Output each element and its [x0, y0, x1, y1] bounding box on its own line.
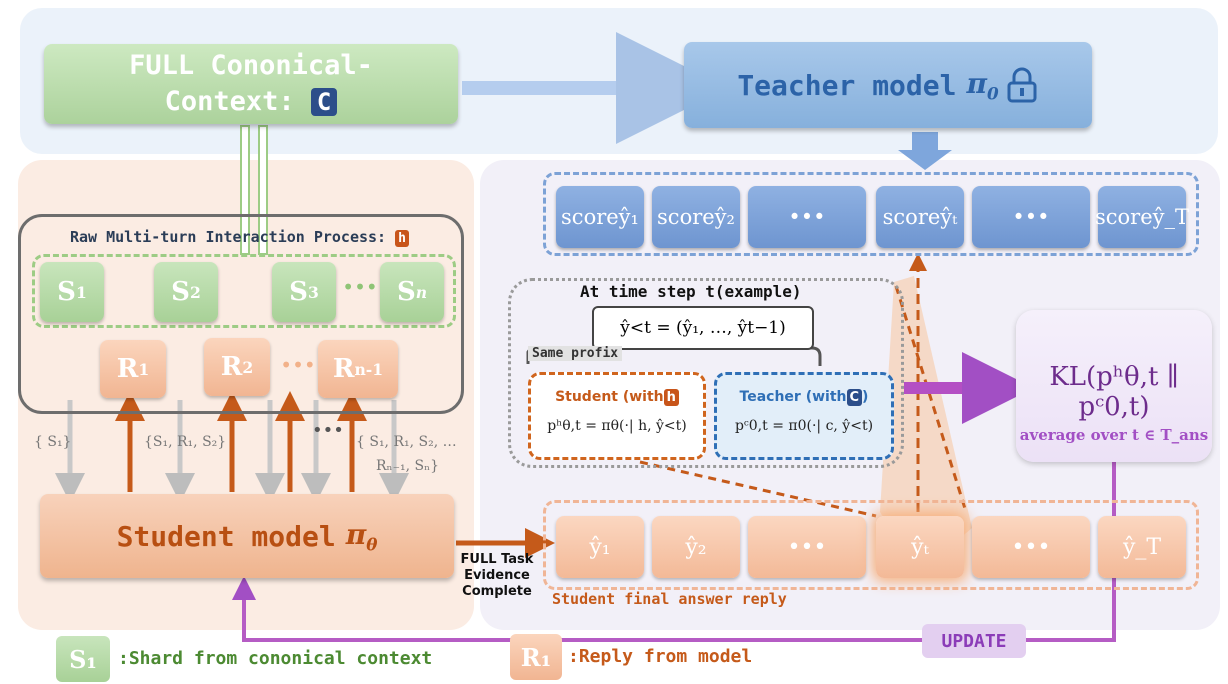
teacher-sub: 0 [986, 83, 999, 104]
legend-reply-text: :Reply from model [568, 646, 753, 667]
teacher-symbol: π [966, 66, 987, 100]
legend-shard-text: :Shard from cononical context [118, 648, 433, 669]
answer-row [543, 500, 1199, 590]
kl-formula: KL(pʰθ,t ∥ pᶜ0,t) [1049, 362, 1179, 422]
teacher-down-arrow [898, 132, 952, 170]
context-badge: C [310, 88, 338, 116]
shard-row [32, 254, 456, 328]
score-box: ••• [748, 186, 866, 248]
answer-box: ••• [972, 516, 1090, 578]
shard-ellipsis: ••• [342, 275, 378, 299]
student-dist-formula: pʰθ,t = πθ(·| h, ŷ<t) [547, 418, 687, 434]
full-task-label: FULL Task Evidence Complete [460, 552, 534, 599]
prefix-box: ŷ<t = (ŷ₁, …, ŷt−1) [592, 306, 814, 350]
legend-shard-badge: S₁ [56, 636, 110, 682]
lock-icon [1007, 67, 1037, 103]
context-label: FULL Cononical- Context: [129, 50, 373, 117]
final-answer-label: Student final answer reply [552, 590, 787, 608]
timestep-title: At time step t(example) [580, 282, 802, 301]
student-label: Student model [116, 519, 336, 553]
flow-label: { S₁, R₁, S₂, … [356, 434, 457, 450]
score-box: ••• [972, 186, 1090, 248]
kl-average-label: average over t ∈ T_ans [1019, 426, 1209, 444]
teacher-model-box: Teacher model π0 [684, 42, 1092, 128]
canonical-context-box: FULL Cononical- Context: C [44, 44, 458, 124]
update-label: UPDATE [922, 624, 1026, 658]
student-symbol: π [345, 517, 367, 551]
flow-label: {S₁, R₁, S₂} [144, 434, 227, 450]
teacher-dist-formula: pᶜ0,t = π0(·| c, ŷ<t) [734, 418, 874, 434]
score-box: scoreŷ₂ [652, 186, 740, 248]
answer-box: ŷ₁ [556, 516, 644, 578]
answer-box: ŷₜ [876, 516, 964, 578]
legend-reply-badge: R₁ [510, 634, 562, 680]
score-box: scoreŷ_T [1095, 186, 1189, 248]
raw-interaction-box [18, 214, 464, 414]
flow-label: { S₁} [34, 434, 72, 450]
teacher-label: Teacher model [737, 68, 957, 102]
flow-label: Rₙ₋₁, Sₙ} [376, 458, 440, 474]
score-row [543, 172, 1199, 256]
student-sub: θ [366, 534, 378, 555]
answer-box: ••• [748, 516, 866, 578]
flow-ellipsis: ••• [312, 420, 344, 441]
context-badge: C [846, 389, 863, 406]
same-prefix-label: Same profix [528, 346, 623, 361]
kl-box [1016, 310, 1212, 462]
reply-ellipsis: ••• [280, 353, 316, 377]
score-box: scoreŷ₁ [556, 186, 644, 248]
answer-box: ŷ₂ [652, 516, 740, 578]
raw-process-title: Raw Multi-turn Interaction Process: h [70, 228, 409, 247]
raw-process-label: Raw Multi-turn Interaction Process: [70, 228, 387, 246]
timestep-box [508, 278, 904, 468]
score-box: scoreŷₜ [876, 186, 964, 248]
history-badge: h [663, 389, 679, 406]
history-badge: h [395, 230, 409, 247]
student-model-box: Student model πθ [40, 494, 454, 578]
answer-box: ŷ_T [1098, 516, 1186, 578]
